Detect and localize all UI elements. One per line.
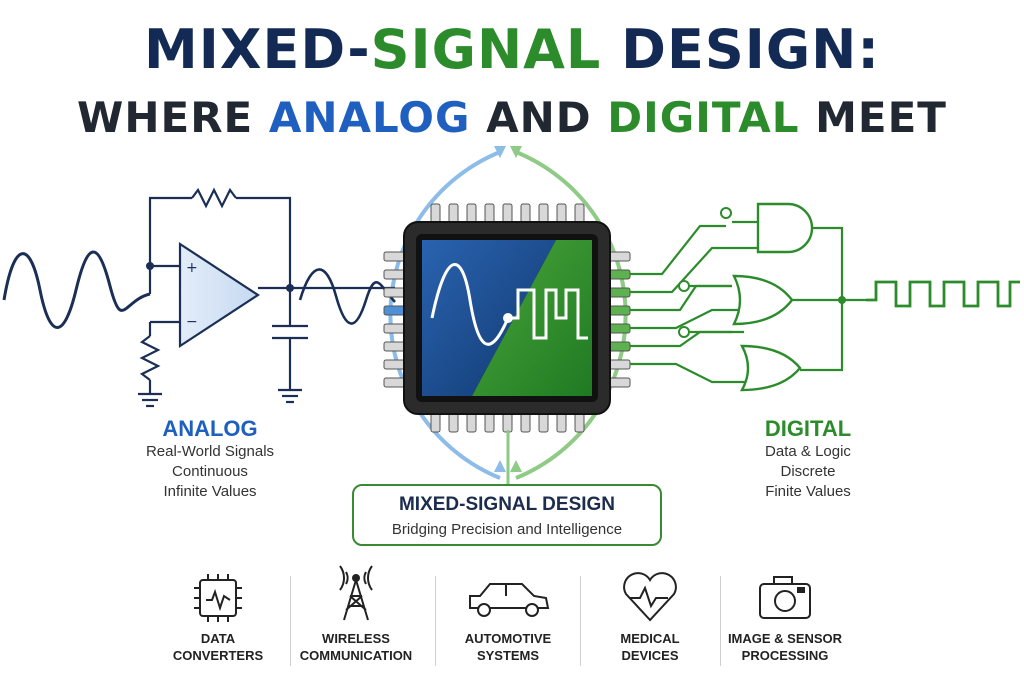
page-title: MIXED-SIGNAL DESIGN:	[0, 18, 1024, 82]
app-wireless-communication: WIRELESS COMMUNICATION	[281, 630, 431, 664]
chip-analog-half	[422, 240, 556, 396]
or-gate-lower	[739, 344, 802, 392]
app-label-line: IMAGE & SENSOR	[727, 631, 843, 646]
app-automotive-systems: AUTOMOTIVE SYSTEMS	[433, 630, 583, 664]
app-label-line: AUTOMOTIVE	[464, 631, 552, 646]
subtitle-part-digital: DIGITAL	[607, 93, 800, 142]
op-amp-symbol	[178, 241, 261, 349]
feedback-resistor	[191, 187, 237, 209]
car-icon	[469, 583, 550, 617]
analog-input-wave	[2, 250, 151, 329]
mixed-signal-callout: MIXED-SIGNAL DESIGN Bridging Precision a…	[352, 484, 662, 546]
callout-subtitle: Bridging Precision and Intelligence	[391, 521, 623, 538]
op-amp-minus-symbol: −	[186, 314, 198, 330]
digital-heading: DIGITAL	[764, 416, 852, 441]
analog-heading: ANALOG	[162, 416, 258, 441]
title-part-signal: SIGNAL	[370, 18, 602, 81]
app-label-line: DEVICES	[621, 648, 679, 663]
heart-pulse-icon	[623, 572, 677, 622]
digital-nodes	[678, 207, 732, 338]
divider-3	[580, 576, 581, 666]
digital-output-node	[838, 296, 846, 304]
op-amp-plus-symbol: +	[186, 260, 198, 276]
app-medical-devices: MEDICAL DEVICES	[575, 630, 725, 664]
subtitle-part-meet: MEET	[799, 93, 947, 142]
app-label-line: PROCESSING	[741, 648, 829, 663]
app-label-line: SYSTEMS	[476, 648, 540, 663]
analog-line-2: Continuous	[172, 463, 248, 480]
arc-arrow-bottom-left	[494, 460, 506, 472]
app-label-line: DATA	[200, 631, 236, 646]
divider-4	[720, 576, 721, 666]
divider-2	[435, 576, 436, 666]
title-part-design: DESIGN:	[601, 18, 880, 81]
subtitle-part-where: WHERE	[77, 93, 269, 142]
digital-line-2: Discrete	[780, 463, 836, 480]
digital-line-3: Finite Values	[765, 483, 851, 500]
digital-output-wave	[866, 280, 1020, 308]
analog-line-1: Real-World Signals	[145, 443, 275, 460]
digital-line-1: Data & Logic	[765, 443, 851, 460]
analog-output-wave	[298, 268, 396, 325]
page-subtitle: WHERE ANALOG AND DIGITAL MEET	[0, 92, 1024, 144]
arc-arrow-bottom-right	[510, 460, 522, 472]
callout-title: MIXED-SIGNAL DESIGN	[398, 494, 616, 515]
or-gate-upper	[732, 274, 794, 326]
title-part-mixed: MIXED-	[144, 18, 371, 81]
ground-resistor	[139, 335, 161, 381]
app-label-line: WIRELESS	[322, 631, 390, 646]
and-gate	[756, 202, 814, 254]
op-amp-nodes	[146, 262, 294, 292]
app-label-line: MEDICAL	[620, 631, 680, 646]
subtitle-part-analog: ANALOG	[268, 93, 471, 142]
app-image-sensor-processing: IMAGE & SENSOR PROCESSING	[710, 630, 860, 664]
analog-line-3: Infinite Values	[163, 483, 257, 500]
camera-icon	[759, 576, 811, 619]
subtitle-part-and: AND	[470, 93, 608, 142]
arc-arrow-top-right	[510, 146, 522, 158]
app-data-converters: DATA CONVERTERS	[143, 630, 293, 664]
chip-digital-waveform	[508, 288, 588, 340]
antenna-tower-icon	[339, 565, 373, 621]
chip-icon	[194, 574, 242, 622]
app-label-line: COMMUNICATION	[299, 648, 413, 663]
arc-arrow-top-left	[494, 146, 506, 158]
application-icons	[194, 565, 811, 622]
chip-digital-half	[472, 240, 592, 396]
app-label-line: CONVERTERS	[172, 648, 264, 663]
op-amp-circuit	[138, 187, 395, 408]
divider-1	[290, 576, 291, 666]
chip-analog-waveform	[430, 263, 510, 346]
